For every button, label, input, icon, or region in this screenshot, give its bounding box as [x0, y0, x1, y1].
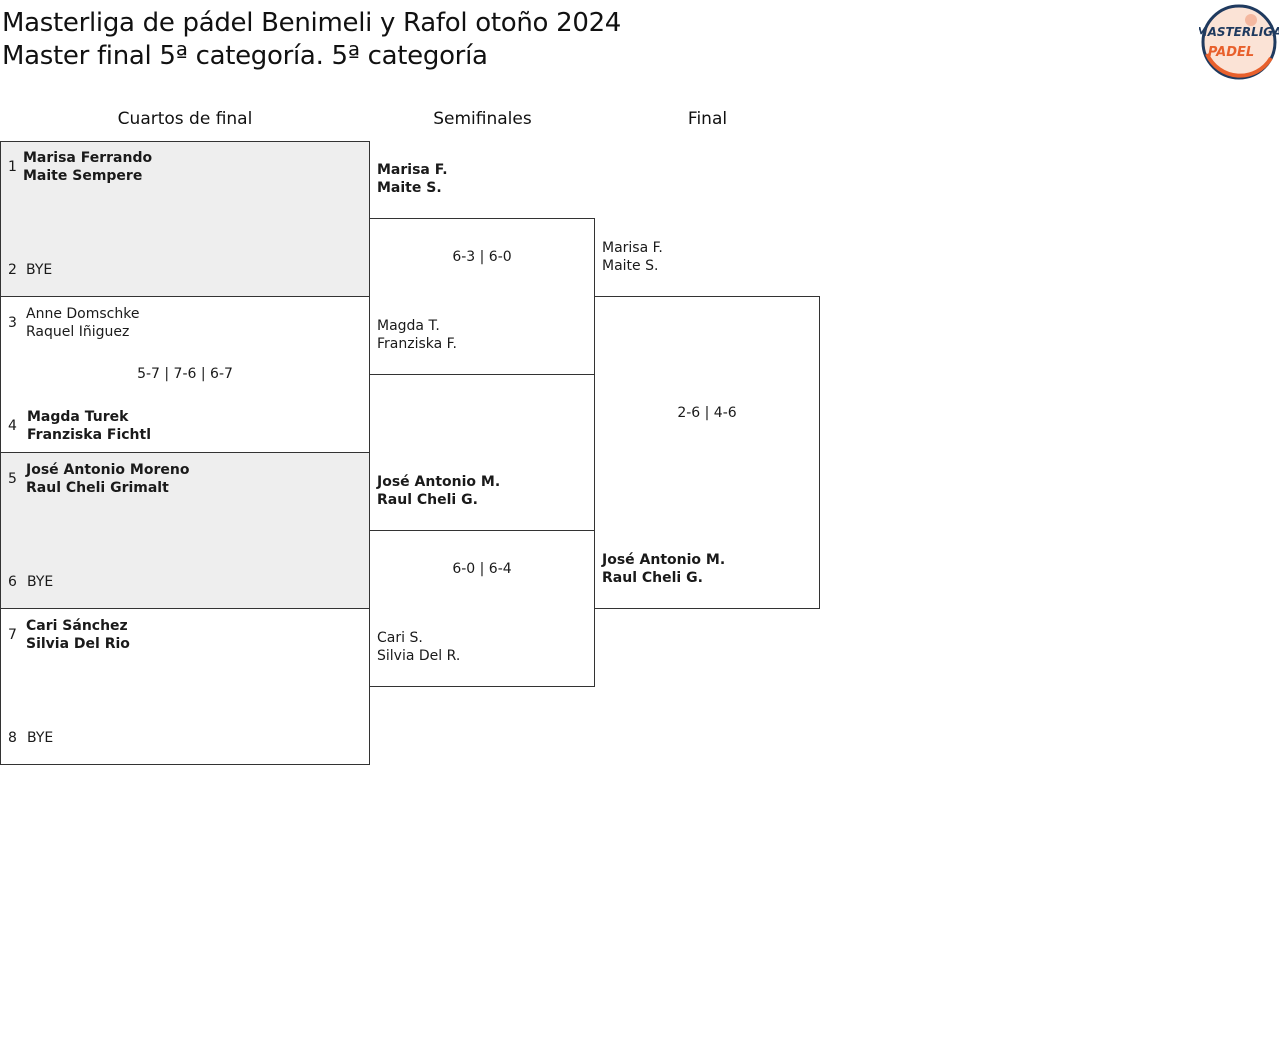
player-name: José Antonio Moreno	[26, 462, 190, 478]
seed-number: 5	[8, 471, 17, 487]
page-title: Masterliga de pádel Benimeli y Rafol oto…	[2, 8, 622, 38]
seed-number: 8	[8, 730, 17, 746]
seed-number: 2	[8, 262, 17, 278]
player-name: Marisa Ferrando	[23, 150, 153, 166]
player-name: Maite Sempere	[23, 168, 143, 184]
player-name: Franziska Fichtl	[27, 427, 152, 443]
player-name: Raul Cheli Grimalt	[26, 480, 169, 496]
player-name: José Antonio M.	[377, 474, 501, 490]
player-name: Raquel Iñiguez	[26, 324, 130, 340]
seed-number: 6	[8, 574, 17, 590]
final-match	[594, 296, 820, 609]
player-name: Raul Cheli G.	[377, 492, 478, 508]
player-name: BYE	[26, 262, 53, 278]
player-name: Anne Domschke	[26, 306, 140, 322]
seed-number: 4	[8, 418, 17, 434]
player-name: Marisa F.	[377, 162, 448, 178]
player-name: Cari S.	[377, 630, 423, 646]
logo-text-top: MASTERLIGA	[1199, 25, 1279, 39]
match-score: 5-7 | 7-6 | 6-7	[137, 366, 233, 382]
round-header-quarterfinals: Cuartos de final	[117, 109, 253, 129]
player-name: Franziska F.	[377, 336, 457, 352]
round-header-final: Final	[687, 109, 728, 129]
player-name: Cari Sánchez	[26, 618, 128, 634]
match-score: 2-6 | 4-6	[677, 405, 737, 421]
seed-number: 7	[8, 627, 17, 643]
player-name: Silvia Del R.	[377, 648, 461, 664]
seed-number: 3	[8, 315, 17, 331]
player-name: José Antonio M.	[602, 552, 726, 568]
player-name: Magda T.	[377, 318, 440, 334]
match-score: 6-3 | 6-0	[452, 249, 512, 265]
masterliga-padel-logo: MASTERLIGA PADEL	[1199, 4, 1279, 80]
player-name: Magda Turek	[27, 409, 129, 425]
round-header-semifinals: Semifinales	[433, 109, 532, 129]
match-score: 6-0 | 6-4	[452, 561, 512, 577]
player-name: Maite S.	[602, 258, 659, 274]
logo-text-bottom: PADEL	[1208, 45, 1254, 60]
player-name: BYE	[27, 574, 54, 590]
player-name: Marisa F.	[602, 240, 663, 256]
seed-number: 1	[8, 159, 17, 175]
player-name: Raul Cheli G.	[602, 570, 703, 586]
page-subtitle: Master final 5ª categoría. 5ª categoría	[2, 41, 488, 71]
quarterfinal-match-1	[0, 141, 370, 297]
player-name: Maite S.	[377, 180, 442, 196]
player-name: Silvia Del Rio	[26, 636, 130, 652]
player-name: BYE	[27, 730, 54, 746]
